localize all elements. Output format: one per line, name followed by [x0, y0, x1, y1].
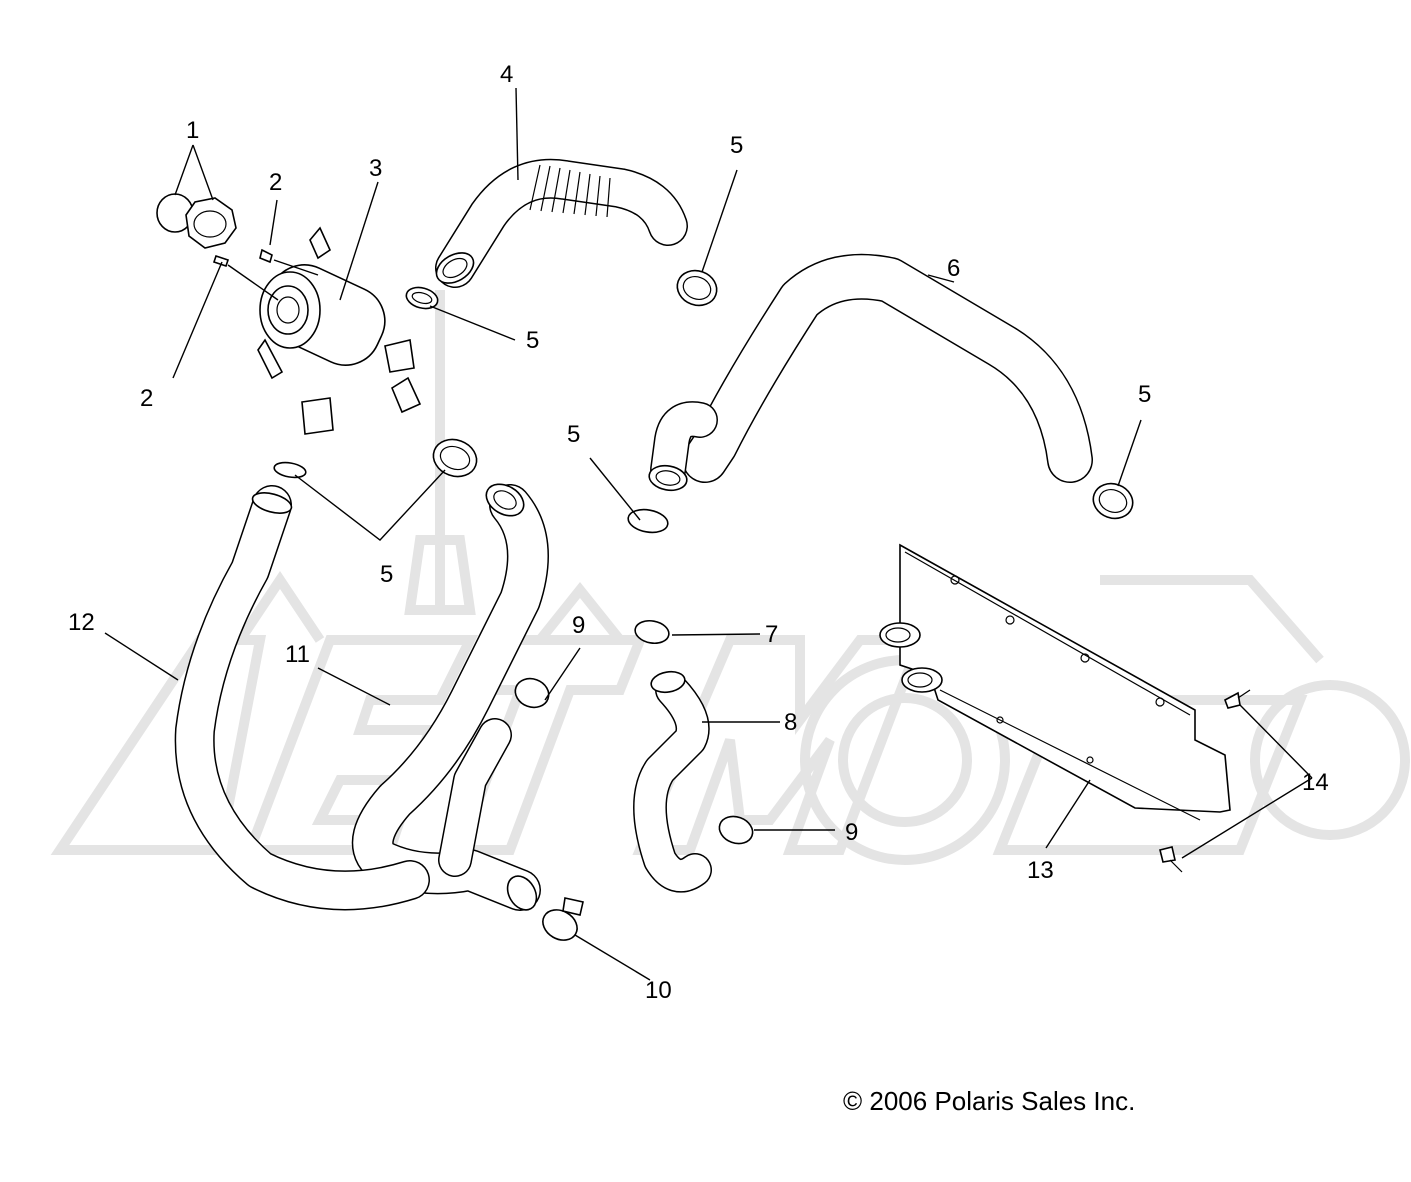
callout-5-f: 5	[1138, 381, 1151, 408]
hose-12	[174, 485, 430, 911]
callout-10: 10	[645, 977, 672, 1004]
callout-9-lower: 9	[845, 819, 858, 846]
clamp-7	[634, 619, 670, 645]
clamp-5-c	[432, 438, 478, 478]
callout-8: 8	[784, 709, 797, 736]
callout-7: 7	[765, 621, 778, 648]
callout-5-d: 5	[567, 421, 580, 448]
callout-11: 11	[285, 641, 310, 668]
clamp-9-upper	[514, 677, 550, 709]
hose-8	[633, 670, 712, 893]
callout-3: 3	[369, 155, 382, 182]
clamp-5-f	[1092, 482, 1134, 520]
callout-labels: 1 2 2 3 4 5 5 5 5 5 5 6 7 8 9 9 10 11 12…	[68, 61, 1329, 1004]
callout-1: 1	[186, 117, 199, 144]
callout-6: 6	[947, 255, 960, 282]
callout-2-upper: 2	[269, 169, 282, 196]
leader-lines	[104, 87, 1313, 981]
hose-4	[435, 158, 688, 288]
clamp-5-a	[676, 269, 718, 307]
callout-13: 13	[1027, 857, 1054, 884]
screw-upper	[259, 248, 273, 264]
callout-4: 4	[500, 61, 513, 88]
callout-5-a: 5	[730, 132, 743, 159]
clamp-10	[542, 897, 584, 941]
clamp-5-d	[273, 461, 307, 479]
heat-exchanger	[879, 543, 1231, 821]
callout-12: 12	[68, 609, 95, 636]
callout-14: 14	[1302, 769, 1329, 796]
reservoir-bottle	[257, 226, 422, 435]
hose-6	[648, 253, 1093, 492]
pin-lower	[1159, 846, 1183, 873]
clamp-9-lower	[718, 815, 754, 845]
callout-5-e: 5	[380, 561, 393, 588]
watermark	[50, 290, 1410, 865]
callout-5-b: 5	[526, 327, 539, 354]
screw-lower	[212, 254, 230, 268]
callout-2-lower: 2	[140, 385, 153, 412]
copyright-text: © 2006 Polaris Sales Inc.	[843, 1086, 1135, 1116]
clamp-5-b	[405, 286, 439, 310]
callout-9-upper: 9	[572, 612, 585, 639]
radiator-cap	[156, 193, 237, 249]
clamp-5-e	[627, 508, 669, 534]
